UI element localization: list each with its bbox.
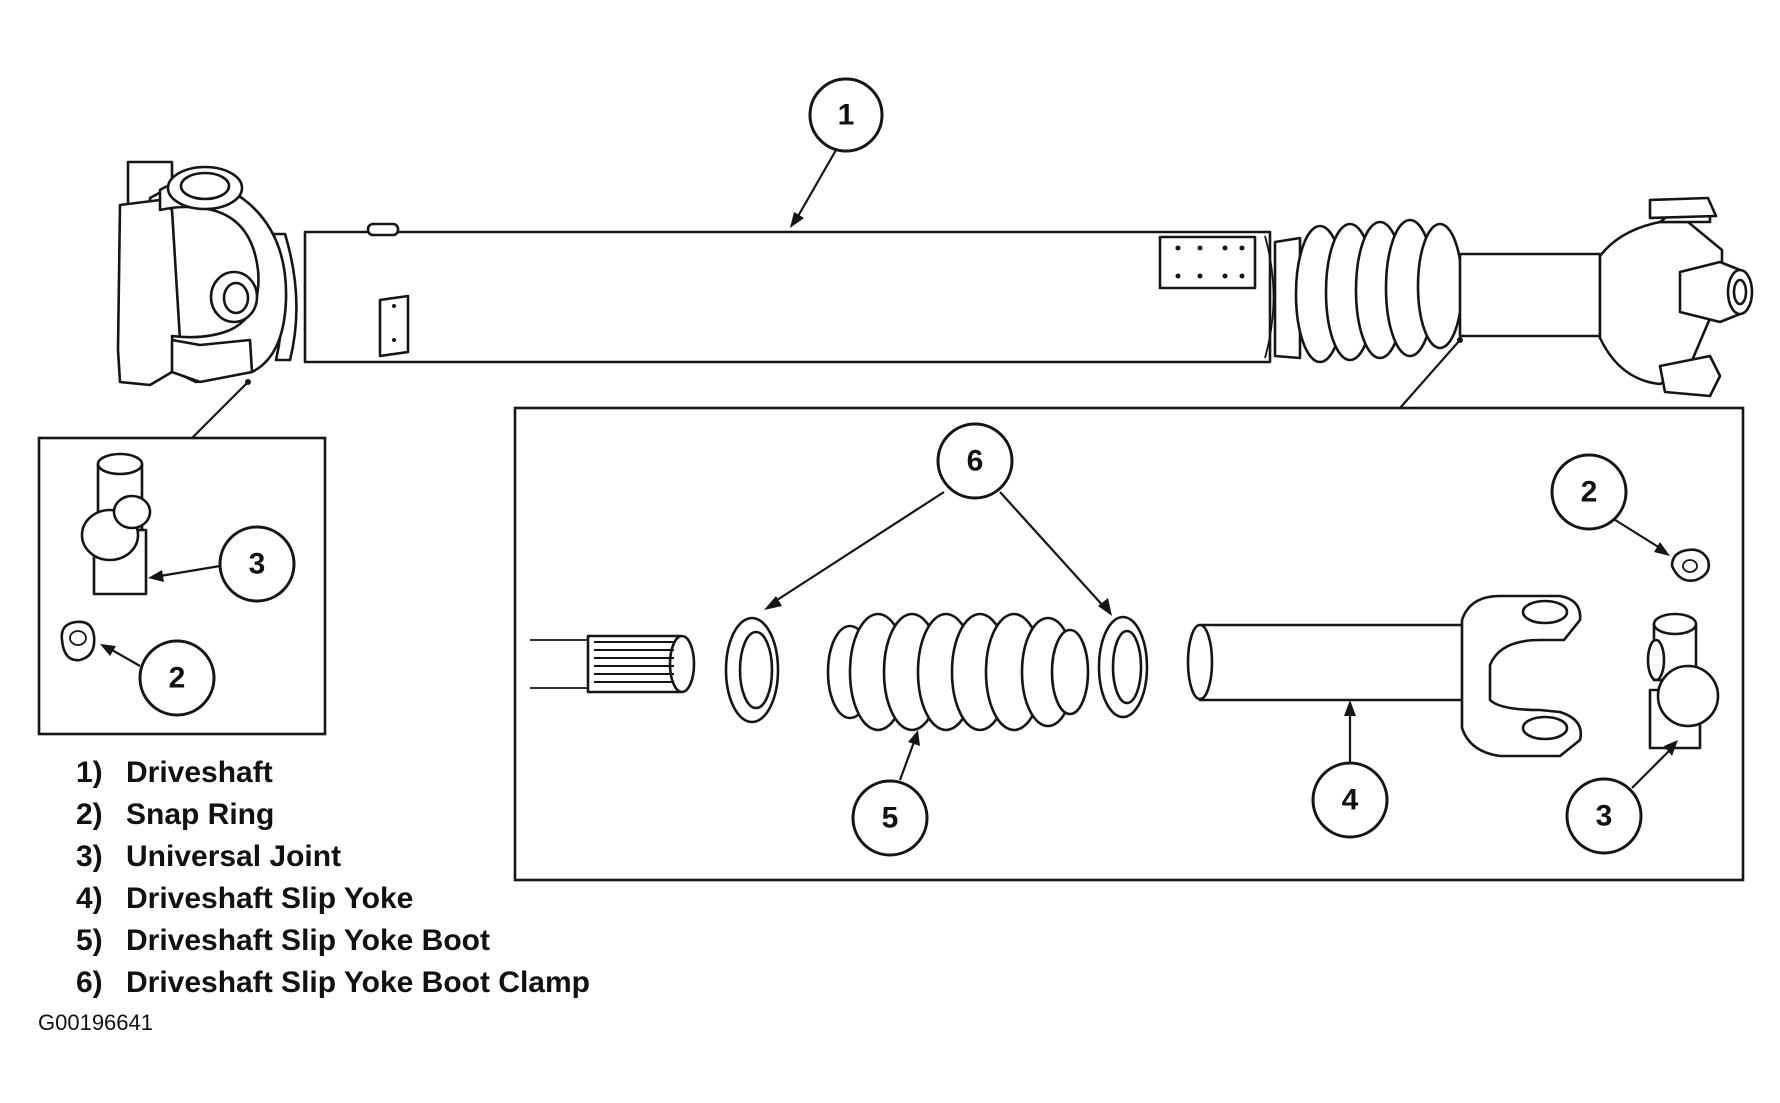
callout-label-universal-joint: 3	[1596, 800, 1613, 833]
callout-label-snap-ring: 2	[1581, 476, 1598, 509]
legend-number: 5)	[76, 924, 103, 957]
callout-circle-4	[1311, 761, 1389, 839]
callout-circle-1	[808, 77, 884, 153]
callout-label-slip-yoke: 4	[1342, 784, 1359, 817]
legend-item: 1) Driveshaft	[76, 752, 590, 794]
driveshaft-tube	[303, 230, 1272, 364]
driveshaft-assembly	[116, 160, 1754, 398]
left-yoke	[116, 160, 298, 387]
legend-number: 4)	[76, 882, 103, 915]
callout-label-driveshaft: 1	[838, 99, 855, 132]
legend-number: 1)	[76, 756, 103, 789]
callout-label-snap-ring: 2	[169, 662, 186, 695]
legend-label: Driveshaft Slip Yoke	[126, 882, 414, 915]
legend-label: Driveshaft	[126, 756, 273, 789]
parts-legend: 1) Driveshaft 2) Snap Ring 3) Universal Joi…	[76, 752, 590, 1004]
callout-circle-3-right	[1565, 777, 1643, 855]
balance-weight	[366, 222, 400, 237]
universal-joint	[80, 452, 152, 596]
legend-item: 5) Driveshaft Slip Yoke Boot	[76, 920, 590, 962]
left-inset-box	[37, 436, 327, 736]
callout-label-universal-joint: 3	[249, 548, 266, 581]
callout-circle-2-left	[138, 639, 216, 717]
splined-shaft	[530, 634, 696, 694]
right-yoke	[1598, 196, 1754, 398]
callout-circle-2-right	[1550, 453, 1628, 531]
legend-label: Universal Joint	[126, 840, 342, 873]
legend-item: 2) Snap Ring	[76, 794, 590, 836]
legend-number: 3)	[76, 840, 103, 873]
snap-ring	[1670, 548, 1711, 582]
boot-clamp-right	[1097, 615, 1149, 719]
installed-boot	[1273, 218, 1464, 364]
balance-weight	[1158, 235, 1257, 290]
legend-item: 4) Driveshaft Slip Yoke	[76, 878, 590, 920]
callout-circle-6	[936, 422, 1014, 500]
legend-label: Driveshaft Slip Yoke Boot	[126, 924, 490, 957]
installed-slip-yoke-tube	[1458, 252, 1602, 338]
figure-id: G00196641	[38, 1010, 153, 1035]
right-inset-leader	[1399, 339, 1461, 409]
legend-number: 2)	[76, 798, 103, 831]
universal-joint	[1646, 612, 1720, 750]
slip-yoke-boot	[826, 612, 1090, 732]
snap-ring	[60, 620, 96, 662]
right-inset-box	[513, 406, 1745, 882]
legend-item: 3) Universal Joint	[76, 836, 590, 878]
left-inset-leader	[191, 381, 249, 439]
legend-label: Driveshaft Slip Yoke Boot Clamp	[126, 966, 590, 999]
slip-yoke	[1186, 594, 1583, 758]
legend-item: 6) Driveshaft Slip Yoke Boot Clamp	[76, 962, 590, 1004]
callout-circle-5	[851, 779, 929, 857]
legend-number: 6)	[76, 966, 103, 999]
balance-weight	[378, 294, 410, 358]
legend-label: Snap Ring	[126, 798, 275, 831]
boot-clamp-left	[724, 616, 780, 724]
callout-label-boot: 5	[882, 802, 899, 835]
callout-circle-3-left	[218, 525, 296, 603]
callout-label-boot-clamp: 6	[967, 445, 984, 478]
